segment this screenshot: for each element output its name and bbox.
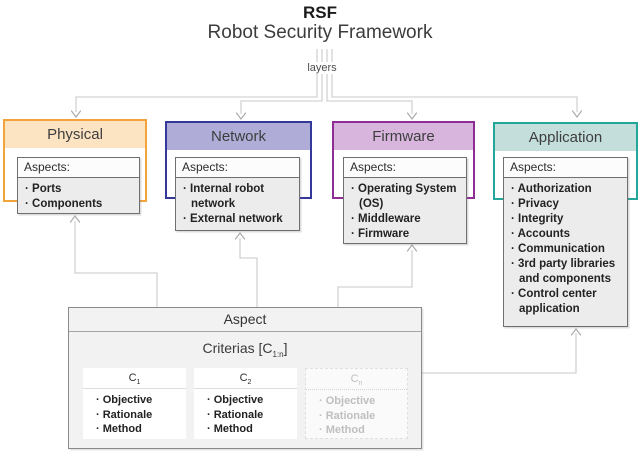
connector-top-application (331, 49, 578, 112)
list-item: Middleware (351, 212, 463, 227)
connector-top-network (240, 49, 323, 114)
list-item: Method (319, 423, 405, 438)
layers-label: layers (297, 62, 347, 74)
aspects-items-firmware: Operating System (OS)MiddlewareFirmware (344, 178, 466, 246)
criteria-card-cn-title: Cn (306, 369, 407, 390)
aspects-box-network: Aspects: Internal robot networkExternal … (175, 157, 300, 231)
criteria-card-c2-items: ObjectiveRationaleMethod (194, 389, 297, 437)
arrowhead-down-physical (70, 110, 82, 118)
list-item: Authorization (511, 182, 624, 197)
list-item: Objective (207, 393, 295, 408)
list-item: Method (207, 422, 295, 437)
list-item: 3rd party libraries and components (511, 257, 624, 287)
list-item: External network (183, 212, 296, 227)
connector-top-firmware (326, 49, 413, 114)
diagram-subtitle: Robot Security Framework (207, 22, 433, 43)
layer-title-network: Network (210, 128, 266, 145)
arrowhead-up-network (234, 232, 246, 240)
criteria-card-cn-items: ObjectiveRationaleMethod (306, 390, 407, 438)
aspects-label-network: Aspects: (176, 158, 299, 178)
aspects-label-application: Aspects: (504, 158, 627, 178)
list-item: Firmware (351, 227, 463, 242)
arrowhead-down-firmware (406, 112, 418, 120)
aspects-items-application: AuthorizationPrivacyIntegrityAccountsCom… (504, 178, 627, 321)
list-item: Accounts (511, 227, 624, 242)
aspects-items-network: Internal robot networkExternal network (176, 178, 299, 231)
connector-top-physical (75, 49, 318, 112)
criteria-card-c1-items: ObjectiveRationaleMethod (83, 389, 186, 437)
arrowhead-up-application (570, 328, 582, 336)
list-item: Communication (511, 242, 624, 257)
list-item: Rationale (207, 408, 295, 423)
diagram-title: RSF (303, 3, 337, 22)
list-item: Control center application (511, 287, 624, 317)
layer-title-application: Application (528, 129, 603, 146)
criterias-subscript: 1:n (272, 349, 284, 359)
list-item: Method (96, 422, 184, 437)
list-item: Objective (319, 394, 405, 409)
arrowhead-up-firmware (406, 244, 418, 252)
aspects-label-physical: Aspects: (18, 158, 139, 178)
criterias-text: Criterias [C (202, 340, 273, 356)
list-item: Rationale (96, 408, 184, 423)
criterias-label: Criterias [C1:n] (69, 340, 421, 359)
aspects-label-firmware: Aspects: (344, 158, 466, 178)
connector-aspect-physical (74, 221, 158, 307)
list-item: Ports (25, 182, 136, 197)
connector-aspect-application (422, 333, 577, 374)
layer-header-application: Application (495, 124, 636, 151)
connector-aspect-firmware (337, 250, 413, 307)
aspects-box-firmware: Aspects: Operating System (OS)Middleware… (343, 157, 467, 244)
criteria-card-cn: Cn ObjectiveRationaleMethod (305, 368, 408, 439)
arrowhead-down-application (571, 110, 583, 118)
list-item: Privacy (511, 197, 624, 212)
list-item: Components (25, 197, 136, 212)
criteria-card-c1-title: C1 (83, 368, 186, 389)
list-item: Operating System (OS) (351, 182, 463, 212)
criteria-card-c1: C1 ObjectiveRationaleMethod (83, 368, 186, 439)
list-item: Objective (96, 393, 184, 408)
arrowhead-up-physical (69, 215, 81, 223)
layer-header-physical: Physical (5, 121, 145, 148)
aspect-panel: Aspect Criterias [C1:n] C1 ObjectiveRati… (68, 307, 422, 449)
aspects-items-physical: PortsComponents (18, 178, 139, 216)
layer-header-firmware: Firmware (334, 123, 473, 150)
criteria-card-c2: C2 ObjectiveRationaleMethod (194, 368, 297, 439)
aspects-box-application: Aspects: AuthorizationPrivacyIntegrityAc… (503, 157, 628, 327)
aspects-box-physical: Aspects: PortsComponents (17, 157, 140, 214)
layer-header-network: Network (167, 123, 310, 150)
aspect-panel-title: Aspect (69, 308, 421, 332)
layer-title-physical: Physical (47, 126, 103, 143)
layer-title-firmware: Firmware (372, 128, 435, 145)
list-item: Internal robot network (183, 182, 296, 212)
criteria-card-c2-title: C2 (194, 368, 297, 389)
list-item: Integrity (511, 212, 624, 227)
criterias-bracket: ] (283, 340, 288, 356)
list-item: Rationale (319, 409, 405, 424)
connector-aspect-network (239, 238, 258, 307)
arrowhead-down-network (235, 112, 247, 120)
